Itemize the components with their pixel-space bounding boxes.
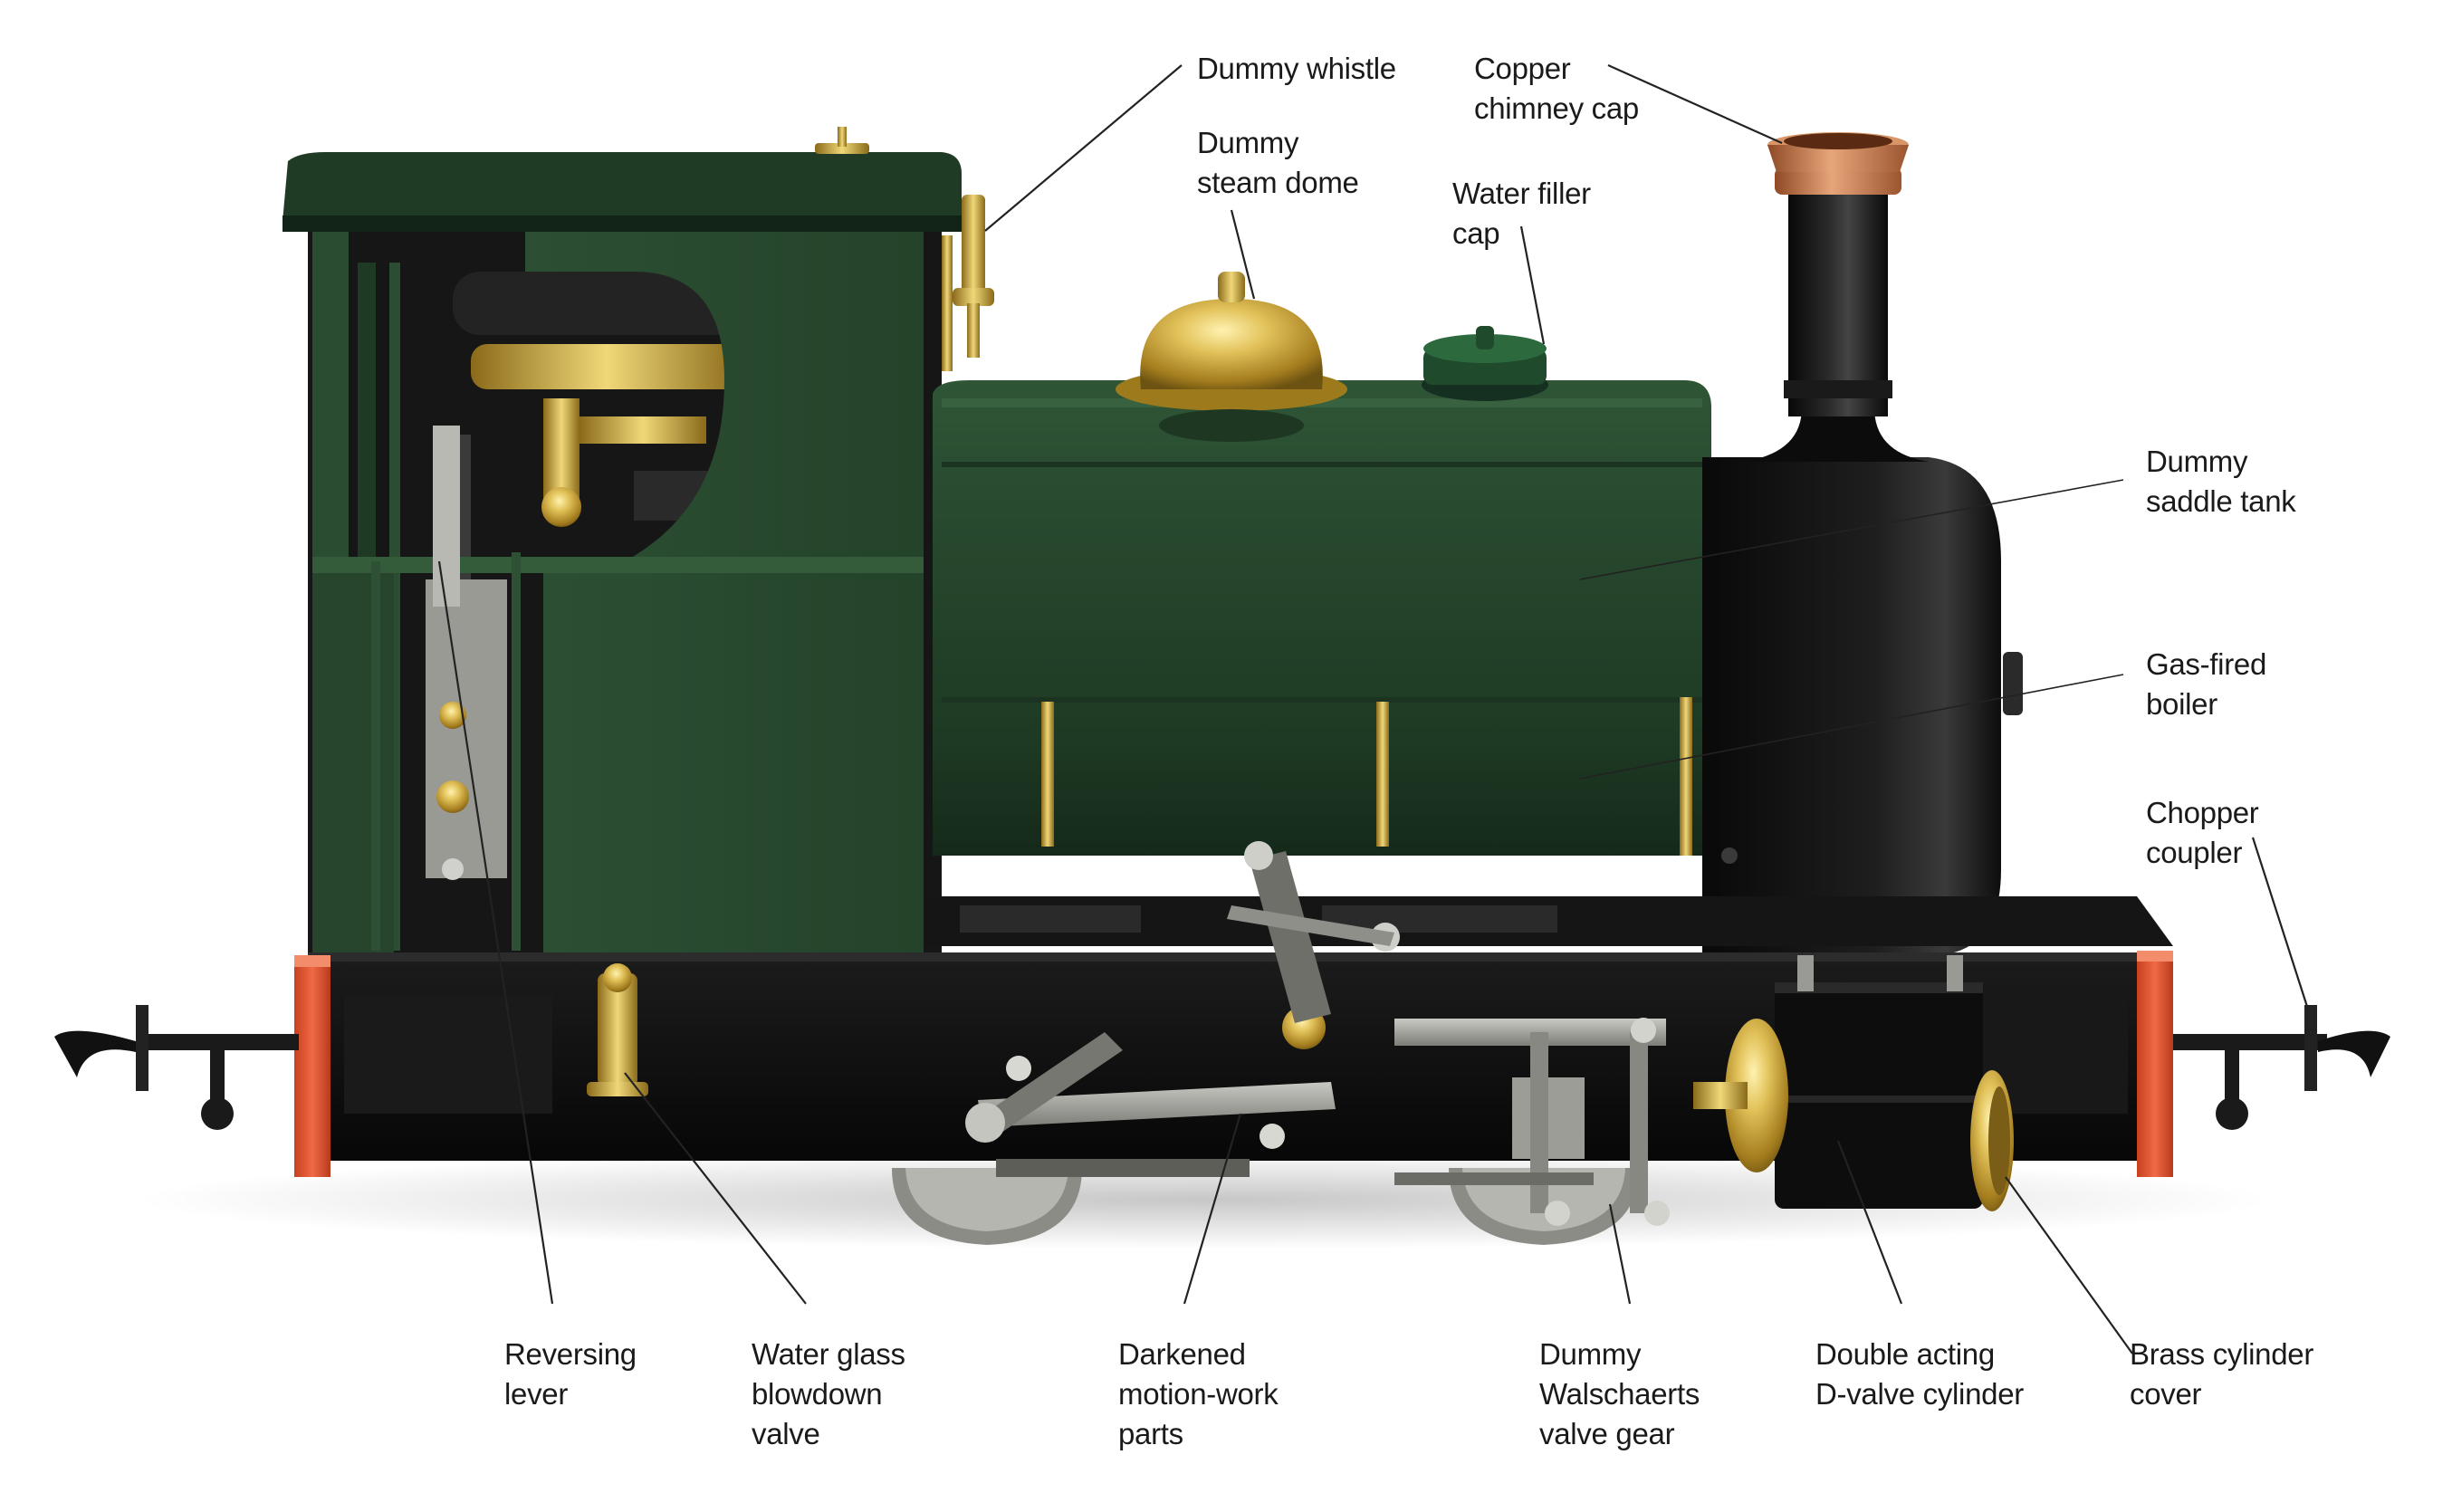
label-dummy-walschaerts-valve-gear: Dummy Walschaerts valve gear [1539, 1337, 1700, 1450]
label-gas-fired-boiler: Gas-fired boiler [2146, 647, 2267, 721]
buffer-beam-front [2137, 951, 2173, 1177]
chopper-coupler-front [2173, 1005, 2390, 1130]
leader-steam-dome [1230, 209, 1256, 300]
saddle-tank [933, 380, 1711, 856]
label-water-glass-blowdown-valve: Water glass blowdown valve [752, 1337, 905, 1450]
leader-dummy-whistle [984, 64, 1183, 232]
reversing-lever [426, 426, 507, 880]
footplate [924, 896, 2173, 946]
water-glass-blowdown-valve [587, 963, 648, 1096]
leader-boiler [1579, 674, 2124, 780]
label-double-acting-d-valve-cylinder: Double acting D-valve cylinder [1815, 1337, 2024, 1411]
buffer-beam-rear [294, 955, 330, 1177]
smokebox [1702, 457, 2023, 955]
leader-cylinder [1836, 1140, 1903, 1305]
leader-cylinder-cover [2005, 1176, 2133, 1354]
leader-valve-gear [1608, 1203, 1632, 1305]
motion-work [965, 841, 1400, 1177]
walschaerts-valve-gear [1394, 1018, 1670, 1226]
leader-reversing-lever [437, 560, 554, 1305]
leader-water-filler-cap [1519, 225, 1546, 345]
label-brass-cylinder-cover: Brass cylinder cover [2130, 1337, 2314, 1411]
leader-chimney-cap [1607, 63, 1783, 145]
rear-wheel [892, 1168, 1082, 1245]
label-reversing-lever: Reversing lever [504, 1337, 637, 1411]
leader-saddle-tank [1579, 479, 2124, 580]
leader-lines [437, 63, 2311, 1354]
d-valve-cylinder [1693, 955, 1983, 1209]
leader-chopper-coupler [2251, 837, 2311, 1013]
cab [283, 127, 962, 956]
copper-chimney-cap [1767, 132, 1909, 195]
floor-shadow [136, 1150, 2273, 1249]
dummy-steam-dome [1116, 272, 1347, 442]
chimney [1743, 190, 1929, 462]
dummy-whistle [942, 195, 994, 371]
leader-motion-work [1183, 1113, 1242, 1305]
label-water-filler-cap: Water filler cap [1452, 177, 1591, 250]
water-filler-cap [1422, 326, 1548, 401]
label-dummy-saddle-tank: Dummy saddle tank [2146, 445, 2296, 518]
label-darkened-motion-work-parts: Darkened motion-work parts [1118, 1337, 1279, 1450]
label-dummy-steam-dome: Dummy steam dome [1197, 126, 1359, 199]
label-dummy-whistle: Dummy whistle [1197, 52, 1396, 85]
label-chopper-coupler: Chopper coupler [2146, 796, 2259, 869]
leader-blowdown-valve [624, 1072, 807, 1305]
brass-cylinder-cover [1970, 1070, 2014, 1211]
chopper-coupler-rear [54, 1005, 299, 1130]
label-copper-chimney-cap: Copper chimney cap [1474, 52, 1639, 125]
